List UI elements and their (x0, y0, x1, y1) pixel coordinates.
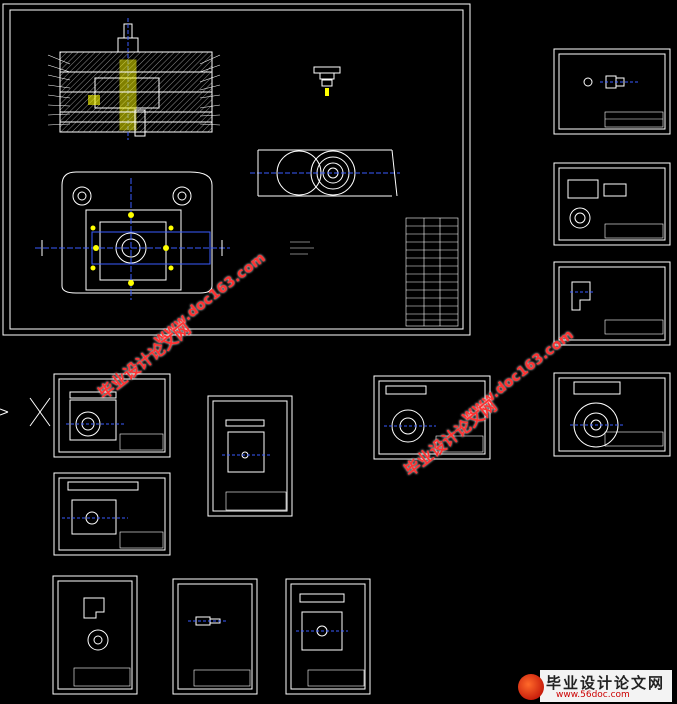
ucs-cross-mark (0, 397, 51, 427)
logo-url: www.56doc.com (556, 690, 630, 700)
logo-name: 毕业设计论文网 (546, 674, 666, 692)
assembly-drawing-sheet[interactable] (2, 3, 471, 336)
logo-background (540, 670, 672, 702)
small-part-view (313, 66, 341, 96)
part-sheet-right-4[interactable] (553, 372, 671, 457)
part-sheet-bottom-1[interactable] (52, 575, 138, 695)
part-sheet-mid-2[interactable] (53, 472, 171, 556)
part-sheet-center[interactable] (373, 375, 491, 460)
parts-list-table (405, 217, 459, 327)
part-sheet-right-1[interactable] (553, 48, 671, 135)
logo-emblem-icon (518, 674, 544, 700)
strip-layout-view (250, 149, 400, 197)
part-sheet-right-2[interactable] (553, 162, 671, 246)
site-logo: 毕业设计论文网 www.56doc.com (512, 670, 672, 702)
part-sheet-right-3[interactable] (553, 261, 671, 346)
part-sheet-mid-3[interactable] (207, 395, 293, 517)
die-plan-view (35, 171, 230, 300)
die-section-view (47, 18, 221, 140)
part-sheet-bottom-3[interactable] (285, 578, 371, 695)
part-sheet-mid-1[interactable] (53, 373, 171, 458)
part-sheet-bottom-2[interactable] (172, 578, 258, 695)
technical-notes (290, 241, 314, 255)
